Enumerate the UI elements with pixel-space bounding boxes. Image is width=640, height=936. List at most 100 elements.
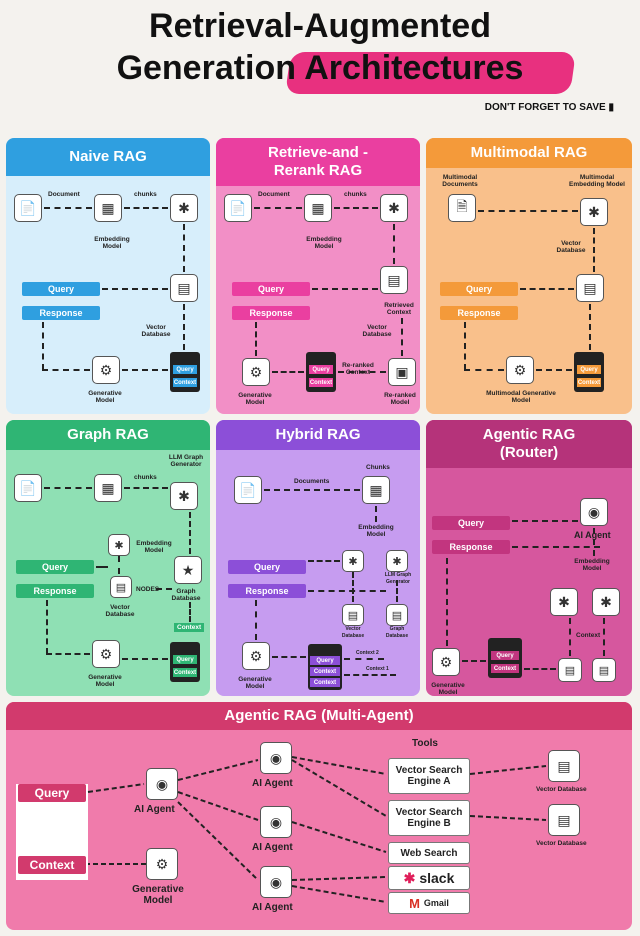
vector-database-icon: ▤ xyxy=(342,604,364,626)
document-icon: 📄 xyxy=(234,476,262,504)
arrow-vector-stack xyxy=(524,668,556,670)
generative-model-icon: ⚙ xyxy=(92,356,120,384)
vector-database-icon: ▤ xyxy=(576,274,604,302)
chunks-label: chunks xyxy=(134,191,157,198)
embedding-icon: ✱ xyxy=(108,534,130,556)
multimodal-document-icon: 🗎 xyxy=(448,194,476,222)
vector-database-icon: ▤ xyxy=(170,274,198,302)
stack-query: Query xyxy=(309,365,333,374)
response-box: Response xyxy=(432,540,510,554)
embedding-model-label: Embedding Model xyxy=(94,236,130,250)
vector-database-icon-2: ▤ xyxy=(592,658,616,682)
arrow-embed-vector xyxy=(569,618,571,656)
panel-rerank-rag: Retrieve-and -Rerank RAG 📄 ▦ ✱ ▤ ⚙ ▣ Doc… xyxy=(216,138,420,414)
stack-context: Context xyxy=(491,664,519,673)
query-box: Query xyxy=(232,282,310,296)
save-text: DON'T FORGET TO SAVE xyxy=(484,102,606,113)
arrow-stack-generative xyxy=(272,656,306,658)
context2-label: Context 2 xyxy=(356,650,379,656)
arrow-chunks-llm xyxy=(124,487,168,489)
arrow-vector-stack xyxy=(183,304,185,350)
arrow-embed-vector xyxy=(352,572,354,602)
arrow-chunks-embed xyxy=(375,506,377,522)
multimodal-documents-label: Multimodal Documents xyxy=(442,174,478,188)
arrow-generative-left xyxy=(46,653,90,655)
arrow-vector-stack xyxy=(589,304,591,350)
stack-context: Context xyxy=(309,378,333,387)
panel-title: Agentic RAG (Router) xyxy=(482,426,576,461)
context-label: Context xyxy=(174,623,205,632)
arrow-query-vector xyxy=(312,288,378,290)
llm-graph-icon: ✱ xyxy=(170,482,198,510)
context-label: Context xyxy=(576,632,601,639)
arrow-llm-graph xyxy=(189,512,191,554)
panel-graph-rag: Graph RAG LLM Graph Generator 📄 ▦ ✱ chun… xyxy=(6,420,210,696)
document-icon: 📄 xyxy=(224,194,252,222)
query-box: Query xyxy=(228,560,306,574)
arrow-chunks-embed xyxy=(334,207,378,209)
generative-model-label: Generative Model xyxy=(431,682,465,696)
arrow-stack-generative xyxy=(272,371,304,373)
arrow-agent-embed xyxy=(593,528,595,556)
generative-model-label: Generative Model xyxy=(88,674,122,688)
generative-model-label: Generative Model xyxy=(238,676,272,690)
stack-query: Query xyxy=(173,365,197,374)
ai-agent-2-icon: ◉ xyxy=(260,806,292,838)
graph-database-icon: ★ xyxy=(174,556,202,584)
chunks-icon: ▦ xyxy=(304,194,332,222)
ai-agent-1-label: AI Agent xyxy=(252,778,293,789)
panel-header: Hybrid RAG xyxy=(216,420,420,450)
generative-model-icon: ⚙ xyxy=(242,358,270,386)
arrow-query-llm xyxy=(308,590,386,592)
context-box: Context xyxy=(18,856,86,874)
panel-header: Agentic RAG (Multi-Agent) xyxy=(6,702,632,730)
chunks-icon: ▦ xyxy=(362,476,390,504)
retrieved-context-label: Retrieved Context xyxy=(384,302,414,316)
arrow-context2 xyxy=(344,658,384,660)
embedding-icon: ✱ xyxy=(342,550,364,572)
panel-naive-rag: Naive RAG 📄 ▦ ✱ ▤ ⚙ Document chunks Embe… xyxy=(6,138,210,414)
arrow-query-vector xyxy=(102,288,168,290)
stack-query: Query xyxy=(173,655,197,664)
arrow-query-vector xyxy=(96,566,108,568)
vector-database-b-label: Vector Database xyxy=(536,840,587,847)
chunks-icon: ▦ xyxy=(94,194,122,222)
embedding-model-icon: ✱ xyxy=(170,194,198,222)
query-box: Query xyxy=(16,560,94,574)
reranked-model-icon: ▣ xyxy=(388,358,416,386)
graph-database-label: Graph Database xyxy=(385,626,409,639)
vector-database-b-icon: ▤ xyxy=(548,804,580,836)
tool-web-search: Web Search xyxy=(388,842,470,864)
graph-database-label: Graph Database xyxy=(171,588,201,602)
arrow-embed-vector-2 xyxy=(603,618,605,656)
response-box: Response xyxy=(228,584,306,598)
graph-database-icon: ▤ xyxy=(386,604,408,626)
panel-header: Naive RAG xyxy=(6,138,210,176)
gmail-label: Gmail xyxy=(423,897,449,908)
vector-database-icon: ▤ xyxy=(110,576,132,598)
arrow-rerank-stack xyxy=(338,371,386,373)
arrow-stack-generative xyxy=(536,369,572,371)
chunks-label: Chunks xyxy=(366,464,390,471)
slack-icon: ✱ xyxy=(403,869,416,886)
panel-multimodal-rag: Multimodal RAG Multimodal Documents Mult… xyxy=(426,138,632,414)
llm-graph-icon: ✱ xyxy=(386,550,408,572)
panel-header: Multimodal RAG xyxy=(426,138,632,168)
stack-context-1: Context xyxy=(310,667,340,676)
arrow-chunks-embed xyxy=(124,207,168,209)
arrow-up-response xyxy=(42,322,44,370)
panel-title: Multimodal RAG xyxy=(470,144,588,161)
generative-model-label: Generative Model xyxy=(132,884,184,906)
ai-agent-2-label: AI Agent xyxy=(252,842,293,853)
arrow-embed-vector xyxy=(593,228,595,272)
slack-label: slack xyxy=(419,869,455,886)
arrow-vector-rerank xyxy=(401,318,403,356)
arrow-generative-left xyxy=(42,369,90,371)
ai-agent-3-label: AI Agent xyxy=(252,902,293,913)
vector-database-label: Vector Database xyxy=(341,626,365,639)
ai-agent-1-icon: ◉ xyxy=(260,742,292,774)
embedding-model-label: Embedding Model xyxy=(306,236,342,250)
ai-agent-main-label: AI Agent xyxy=(134,804,175,815)
panel-title: Hybrid RAG xyxy=(275,426,361,443)
ai-agent-label: AI Agent xyxy=(574,530,611,540)
